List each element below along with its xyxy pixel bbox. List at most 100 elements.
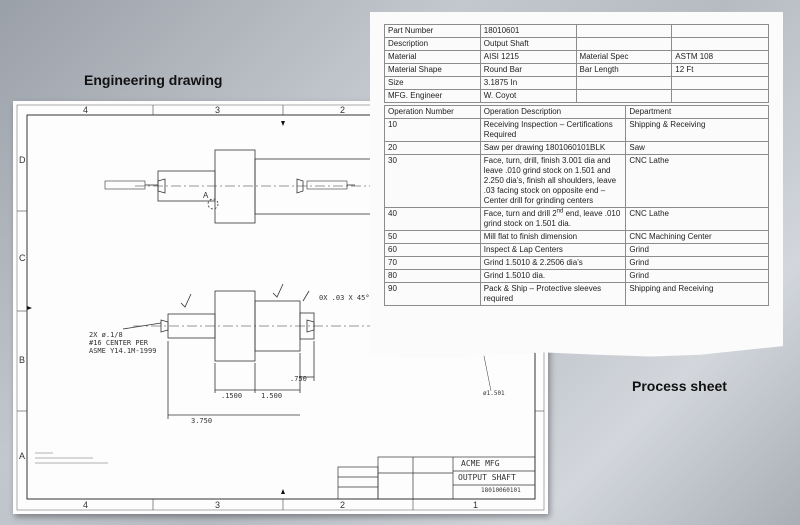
engineering-drawing-caption: Engineering drawing [84, 72, 223, 88]
zone-col-2-bottom: 2 [340, 500, 345, 510]
operation-number: 70 [384, 256, 481, 270]
header-cell-value2 [671, 89, 769, 103]
zone-col-4-bottom: 4 [83, 500, 88, 510]
center-note-line-3: ASME Y14.1M-1999 [89, 347, 157, 355]
zone-col-1-bottom: 1 [473, 500, 478, 510]
operation-description-part: Face, turn and drill 2 [483, 209, 557, 218]
title-block-company: ACME MFG [461, 459, 500, 468]
dim-step-length: 1.500 [261, 392, 283, 400]
lower-shaft-view [122, 283, 433, 419]
operation-department: Grind [625, 243, 769, 257]
general-notes [35, 452, 108, 464]
header-cell-value: Round Bar [479, 63, 577, 77]
dim-chamfer: 0X .03 X 45° [319, 294, 370, 302]
operations-table: Operation Number Operation Description D… [384, 105, 769, 306]
bottom-center-arrow [281, 489, 285, 494]
header-cell-value2: 12 Ft [671, 63, 769, 77]
operation-number: 10 [384, 118, 481, 142]
zone-col-2-top: 2 [340, 105, 345, 115]
title-block-drawing-number: 18010060101 [481, 487, 521, 494]
operation-description: Face, turn and drill 2nd end, leave .010… [479, 207, 627, 231]
operation-number: 90 [384, 282, 481, 306]
operation-description: Grind 1.5010 dia. [479, 269, 627, 283]
zone-col-4-top: 4 [83, 105, 88, 115]
operation-department: Grind [625, 256, 769, 270]
left-center-arrow [27, 306, 32, 310]
operation-number: 50 [384, 230, 481, 244]
header-cell-label2 [575, 37, 673, 51]
zone-row-a-left: A [19, 451, 25, 461]
operation-department: Shipping and Receiving [625, 282, 769, 306]
dim-note-dia: ø1.501 [483, 390, 505, 397]
detail-leader [482, 350, 492, 392]
operation-description-part: end, leave .010 grind stock on 1.501 dia… [483, 209, 621, 228]
header-cell-label2: Material Spec [575, 50, 673, 64]
header-cell-value: W. Coyot [479, 89, 577, 103]
operation-number: 60 [384, 243, 481, 257]
center-note-line-2: #16 CENTER PER [89, 339, 149, 347]
operation-department: Grind [625, 269, 769, 283]
process-sheet-caption: Process sheet [632, 378, 727, 394]
operation-number: 80 [384, 269, 481, 283]
header-cell-label2 [575, 24, 673, 38]
dim-overall-length: 3.750 [191, 417, 213, 425]
operation-description: Inspect & Lap Centers [479, 243, 627, 257]
header-cell-label: Material Shape [384, 63, 481, 77]
operation-department: CNC Lathe [625, 207, 769, 231]
operation-department: Shipping & Receiving [625, 118, 769, 142]
col-header-operation-description: Operation Description [479, 105, 627, 119]
header-cell-value2 [671, 24, 769, 38]
zone-row-b-left: B [19, 355, 25, 365]
header-cell-label: Material [384, 50, 481, 64]
header-cell-value: 3.1875 In [479, 76, 577, 90]
operation-description: Receiving Inspection – Certifications Re… [479, 118, 627, 142]
operations-header-row: Operation Number Operation Description D… [384, 105, 769, 119]
header-cell-label: Part Number [384, 24, 481, 38]
operation-description: Mill flat to finish dimension [479, 230, 627, 244]
operation-number: 30 [384, 154, 481, 208]
header-cell-label2 [575, 76, 673, 90]
header-cell-label2: Bar Length [575, 63, 673, 77]
svg-text:A: A [203, 191, 209, 200]
header-cell-label: MFG. Engineer [384, 89, 481, 103]
header-cell-label: Description [384, 37, 481, 51]
header-cell-value: Output Shaft [479, 37, 577, 51]
operation-department: Saw [625, 141, 769, 155]
header-cell-value: 18010601 [479, 24, 577, 38]
header-cell-label2 [575, 89, 673, 103]
operation-description: Pack & Ship – Protective sleeves require… [479, 282, 627, 306]
dim-collar-length: .1500 [221, 392, 243, 400]
title-block-title: OUTPUT SHAFT [458, 473, 516, 482]
operation-department: CNC Lathe [625, 154, 769, 208]
operation-description: Grind 1.5010 & 2.2506 dia’s [479, 256, 627, 270]
header-cell-value: AISI 1215 [479, 50, 577, 64]
operation-description: Face, turn, drill, finish 3.001 dia and … [479, 154, 627, 208]
operation-number: 40 [384, 207, 481, 231]
operation-description: Saw per drawing 1801060101BLK [479, 141, 627, 155]
zone-col-3-bottom: 3 [215, 500, 220, 510]
zone-row-c-left: C [19, 253, 26, 263]
col-header-department: Department [625, 105, 769, 119]
center-note-line-1: 2X ø.1/8 [89, 331, 123, 339]
center-drill-note: 2X ø.1/8 #16 CENTER PER ASME Y14.1M-1999 [89, 331, 156, 355]
header-cell-value2: ASTM 108 [671, 50, 769, 64]
dim-end-length: .750 [290, 375, 307, 383]
top-center-arrow [281, 121, 285, 126]
header-cell-value2 [671, 76, 769, 90]
operation-number: 20 [384, 141, 481, 155]
header-cell-label: Size [384, 76, 481, 90]
title-block [337, 456, 536, 500]
